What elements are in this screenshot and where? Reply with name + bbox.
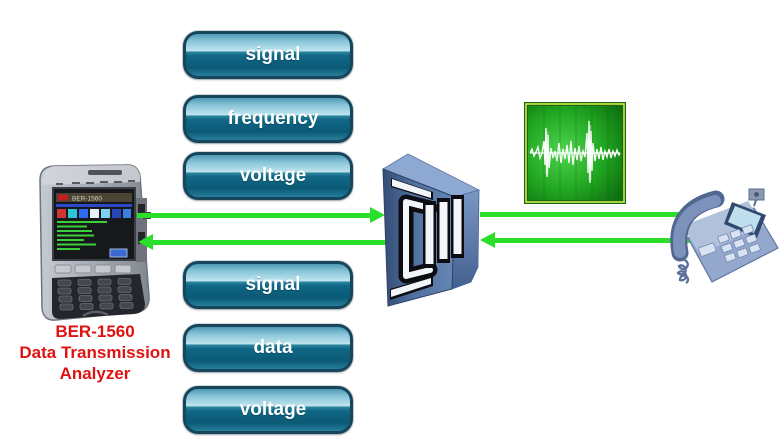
screen-red-badge [58,194,68,201]
screen-title-text: BER-1560 [72,196,102,203]
analyzer-top-vent [88,170,122,175]
analyzer-caption: BER-1560 Data Transmission Analyzer [0,321,190,384]
analyzer-speaker-arc [82,310,109,318]
phone-keypad [698,224,761,263]
analyzer-led-labels [56,180,135,185]
phone-camera [748,188,765,207]
analyzer-keys [57,278,134,318]
label-pill-voltage-top: voltage [183,152,353,200]
arrow-analyzer-to-switch-head [370,207,385,223]
screen-menu-strip [56,204,132,207]
label-pill-voltage-bottom: voltage [183,386,353,434]
arrow-switch-to-analyzer-shaft [153,240,386,245]
desk-phone-icon [670,188,779,285]
phone-display [728,206,761,233]
audio-waveform-image [524,102,626,204]
screen-title-bar [56,193,132,202]
analyzer-caption-line2: Data Transmission [19,343,171,362]
analyzer-port-slot [138,204,145,216]
screen-menu-lines [57,221,107,250]
analyzer-caption-model: BER-1560 [55,322,135,341]
switch-handset-cutout [398,194,438,284]
arrow-analyzer-to-switch-shaft [137,213,370,218]
label-pill-signal-top: signal [183,31,353,79]
phone-handset [670,190,725,262]
analyzer-port-strip [136,198,147,262]
pbx-switch-icon [382,153,481,307]
screen-soft-button [109,248,128,258]
switch-top-slot [392,179,431,198]
arrow-phone-to-switch-head [480,232,495,248]
arrow-phone-to-switch-shaft [495,238,698,243]
label-pill-data: data [183,324,353,372]
switch-bottom-slot [391,278,431,297]
waveform-trace [529,120,621,184]
label-pill-signal-bottom: signal [183,261,353,309]
phone-cord [676,258,690,285]
analyzer-function-keys [54,264,132,274]
arrow-switch-to-analyzer-head [138,234,153,250]
screen-icon-row [57,209,131,218]
switch-line-bars [423,195,464,268]
label-pill-frequency: frequency [183,95,353,143]
handheld-ber-analyzer-icon: BER-1560 [39,164,151,321]
arrow-switch-to-phone-shaft [480,212,685,217]
analyzer-caption-line3: Analyzer [59,364,131,383]
